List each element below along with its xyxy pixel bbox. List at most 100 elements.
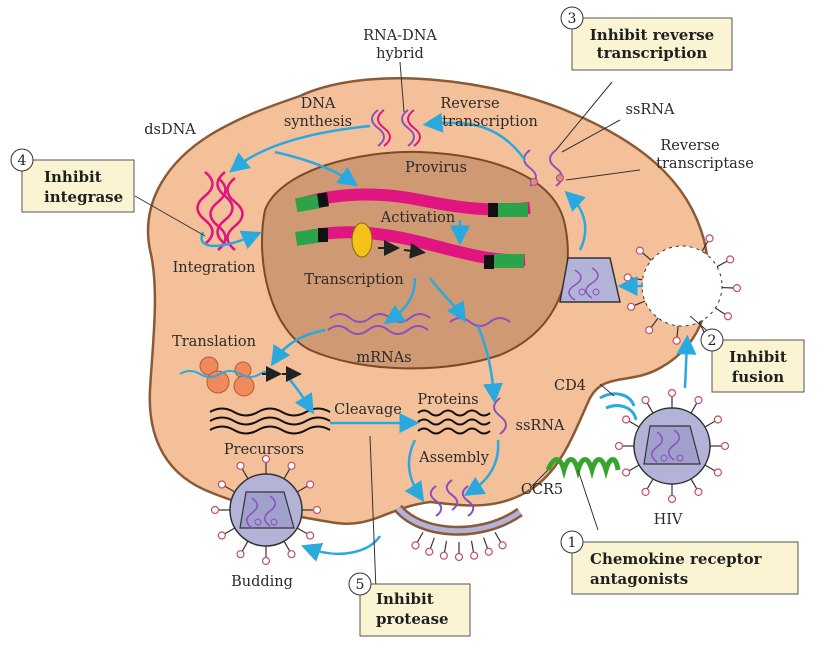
step-5-line2: protease	[376, 610, 449, 628]
label-budding: Budding	[231, 574, 293, 590]
step-2-line2: fusion	[732, 368, 785, 386]
envelope-spike-knob	[456, 554, 463, 561]
envelope-spike-knob	[727, 256, 734, 263]
hiv-virion	[616, 390, 729, 503]
envelope-spike-stem	[224, 528, 234, 534]
ccr5-receptor	[548, 460, 618, 471]
label-assembly: Assembly	[418, 450, 490, 466]
envelope-spike-knob	[642, 397, 649, 404]
envelope-spike-stem	[629, 421, 639, 427]
label-ssrna-mid: ssRNA	[516, 418, 565, 434]
envelope-spike-knob	[714, 416, 721, 423]
label-cleavage: Cleavage	[334, 402, 402, 418]
envelope-spike-knob	[263, 558, 270, 565]
step-1-number: 1	[568, 535, 577, 551]
transcription-factor	[352, 223, 372, 257]
label-hiv: HIV	[654, 512, 683, 528]
label-dna-synthesis-1: DNA	[301, 96, 336, 112]
label-integration: Integration	[173, 260, 256, 276]
step-2-number: 2	[708, 333, 717, 349]
envelope-spike-stem	[430, 538, 434, 549]
envelope-spike-stem	[705, 465, 715, 471]
envelope-spike-knob	[714, 469, 721, 476]
label-reverse-transcriptase-2: transcriptase	[656, 156, 754, 172]
envelope-spike-knob	[623, 416, 630, 423]
step-1-line1: Chemokine receptor	[590, 550, 763, 568]
label-translation: Translation	[172, 334, 256, 350]
envelope-spike-stem	[484, 538, 488, 549]
envelope-spike-knob	[499, 542, 506, 549]
label-transcription: Transcription	[304, 272, 404, 288]
step-4-number: 4	[18, 153, 27, 169]
envelope-spike-knob	[237, 462, 244, 469]
envelope-spike-knob	[212, 507, 219, 514]
envelope-spike-stem	[691, 479, 697, 489]
step-5-line1: Inhibit	[376, 590, 434, 608]
step-5-box: 5 Inhibit protease	[349, 573, 470, 636]
envelope-spike-knob	[440, 552, 447, 559]
step-3-line2: transcription	[597, 44, 708, 62]
label-reverse-transcription-1: Reverse	[440, 96, 499, 112]
step-3-number: 3	[568, 11, 577, 27]
label-dna-synthesis-2: synthesis	[284, 114, 352, 130]
label-dsdna: dsDNA	[144, 122, 196, 138]
envelope-spike-knob	[307, 481, 314, 488]
envelope-spike-stem	[691, 403, 697, 413]
step-4-line1: Inhibit	[44, 168, 102, 186]
envelope-spike-knob	[733, 285, 740, 292]
step-2-box: 2 Inhibit fusion	[701, 329, 804, 392]
label-mrnas: mRNAs	[356, 350, 411, 366]
envelope-spike-knob	[314, 507, 321, 514]
envelope-spike-knob	[485, 548, 492, 555]
label-precursors: Precursors	[224, 442, 304, 458]
envelope-spike-knob	[673, 337, 680, 344]
envelope-spike-knob	[623, 469, 630, 476]
step-1-box: 1 Chemokine receptor antagonists	[561, 531, 798, 594]
envelope-spike-knob	[695, 397, 702, 404]
envelope-spike-knob	[624, 274, 631, 281]
envelope-spike-stem	[647, 479, 653, 489]
uncoated-capsid	[560, 258, 620, 302]
envelope-spike-stem	[647, 403, 653, 413]
envelope-spike-knob	[695, 488, 702, 495]
envelope-spike-knob	[237, 551, 244, 558]
envelope-spike-knob	[288, 462, 295, 469]
envelope-spike-knob	[636, 247, 643, 254]
label-activation: Activation	[380, 210, 455, 226]
step-3-line1: Inhibit reverse	[590, 26, 714, 44]
envelope-spike-knob	[307, 532, 314, 539]
envelope-spike-stem	[444, 541, 446, 553]
envelope-spike-stem	[717, 261, 728, 267]
envelope-spike-knob	[669, 496, 676, 503]
envelope-spike-stem	[242, 541, 248, 551]
step-3-box: 3 Inhibit reverse transcription	[561, 7, 732, 70]
label-provirus: Provirus	[405, 160, 467, 176]
envelope-spike-stem	[284, 541, 290, 551]
step-4-line2: integrase	[44, 188, 123, 206]
reverse-transcriptase-dot	[531, 179, 538, 186]
envelope-spike-stem	[715, 308, 725, 315]
envelope-spike-knob	[722, 443, 729, 450]
envelope-spike-knob	[646, 327, 653, 334]
envelope-spike-stem	[705, 421, 715, 427]
cd4-receptor	[600, 394, 636, 420]
envelope-spike-knob	[218, 532, 225, 539]
label-rna-dna-hybrid-1: RNA-DNA	[363, 28, 437, 44]
label-proteins: Proteins	[417, 392, 478, 408]
envelope-spike-knob	[616, 443, 623, 450]
envelope-spike-knob	[669, 390, 676, 397]
envelope-spike-stem	[472, 541, 474, 553]
label-ssrna-top: ssRNA	[626, 102, 675, 118]
label-cd4: CD4	[554, 378, 586, 394]
envelope-spike-knob	[628, 303, 635, 310]
label-reverse-transcription-2: transcription	[442, 114, 538, 130]
label-rna-dna-hybrid-2: hybrid	[376, 46, 424, 62]
envelope-spike-knob	[288, 551, 295, 558]
envelope-spike-stem	[629, 465, 639, 471]
envelope-spike-knob	[706, 235, 713, 242]
reverse-transcriptase-dot-2	[557, 175, 564, 182]
envelope-spike-stem	[297, 528, 307, 534]
envelope-spike-stem	[417, 532, 423, 542]
